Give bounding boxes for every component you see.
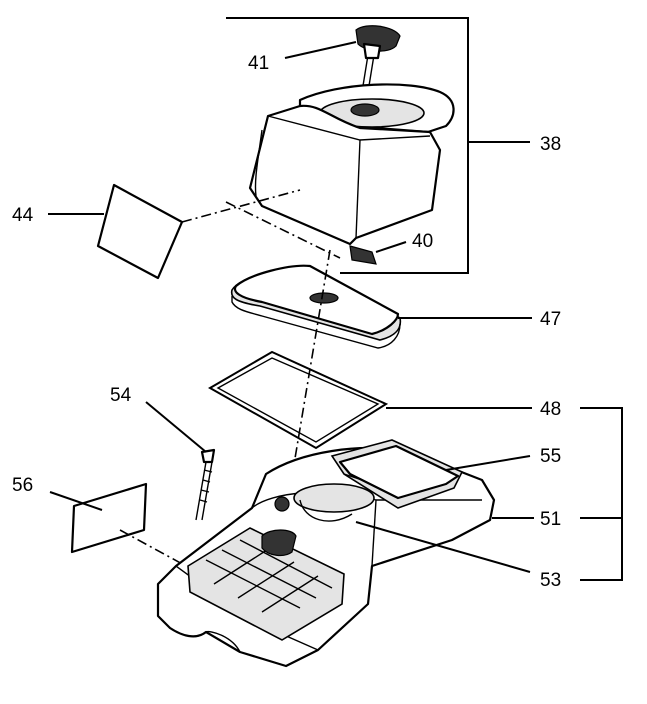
gasket-part bbox=[207, 350, 389, 450]
screw-part bbox=[195, 448, 216, 521]
label-55: 55 bbox=[540, 446, 561, 467]
label-41: 41 bbox=[248, 53, 269, 74]
leader-53 bbox=[355, 521, 531, 573]
knob-bolt-part bbox=[355, 25, 401, 93]
label-plate-part bbox=[96, 183, 184, 280]
leader-54 bbox=[145, 401, 207, 453]
label-44: 44 bbox=[12, 205, 34, 226]
assembly-axis-2 bbox=[225, 201, 341, 259]
assembly-axis-3 bbox=[287, 249, 331, 501]
assembly-axis-1 bbox=[181, 189, 301, 223]
filter-element-part bbox=[230, 264, 402, 349]
label-40: 40 bbox=[412, 231, 433, 252]
leader-40 bbox=[375, 241, 407, 253]
air-filter-cover-part bbox=[248, 83, 455, 265]
cover-assembly-box bbox=[226, 17, 469, 274]
leader-41 bbox=[284, 41, 357, 59]
label-54: 54 bbox=[110, 385, 132, 406]
leader-56 bbox=[49, 491, 103, 511]
group-bracket bbox=[580, 407, 623, 581]
leader-55 bbox=[445, 455, 531, 471]
label-48: 48 bbox=[540, 399, 561, 420]
sticker-axis bbox=[119, 529, 187, 567]
label-53: 53 bbox=[540, 570, 561, 591]
label-47: 47 bbox=[540, 309, 561, 330]
label-51: 51 bbox=[540, 509, 561, 530]
label-38: 38 bbox=[540, 134, 561, 155]
label-56: 56 bbox=[12, 475, 33, 496]
screen-part bbox=[338, 444, 460, 500]
sticker-part bbox=[70, 482, 148, 554]
